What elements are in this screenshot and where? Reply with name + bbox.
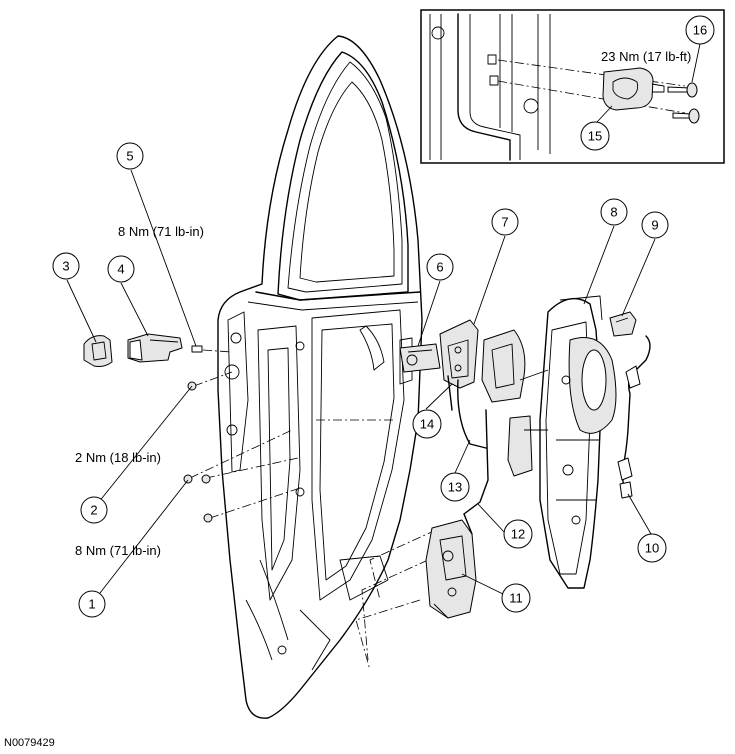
door-shell: [217, 35, 423, 719]
explosion-lines: [189, 349, 437, 671]
callout-15: 15: [580, 121, 610, 151]
svg-text:1: 1: [88, 597, 95, 612]
svg-text:8: 8: [610, 205, 617, 220]
callout-2: 2: [80, 496, 108, 524]
door-latch: [425, 513, 477, 619]
callout-9: 9: [641, 211, 669, 239]
wiring-harness: [617, 335, 651, 499]
module-bracket: [609, 311, 637, 337]
svg-text:2: 2: [90, 503, 97, 518]
window-regulator-module: [519, 295, 617, 589]
cylinder-bezel: [127, 333, 183, 363]
handle-reinforcement: [439, 319, 479, 389]
callout-6: 6: [426, 253, 454, 281]
svg-text:7: 7: [501, 215, 508, 230]
handle-bracket: [481, 329, 533, 477]
svg-text:5: 5: [126, 149, 133, 164]
small-screw: [191, 345, 203, 353]
svg-text:13: 13: [448, 480, 462, 495]
callout-3: 3: [52, 252, 80, 280]
svg-text:4: 4: [117, 262, 124, 277]
torque-label-16: 23 Nm (17 lb-ft): [601, 49, 691, 64]
callout-10: 10: [637, 533, 667, 563]
svg-text:14: 14: [420, 417, 434, 432]
torque-label-2: 2 Nm (18 lb-in): [75, 450, 161, 465]
detail-inset: [420, 9, 725, 164]
svg-text:9: 9: [651, 218, 658, 233]
svg-text:12: 12: [511, 527, 525, 542]
svg-text:6: 6: [436, 260, 443, 275]
mount-bolts: [183, 474, 213, 523]
callout-13: 13: [440, 472, 470, 502]
figure-id: N0079429: [4, 737, 55, 749]
callout-7: 7: [491, 208, 519, 236]
latch-rods: [447, 375, 489, 515]
callout-11: 11: [501, 583, 531, 613]
door-striker: [602, 67, 665, 111]
callout-leaders: [66, 169, 656, 603]
svg-text:16: 16: [693, 23, 707, 38]
callout-14: 14: [412, 409, 442, 439]
cover-cap: [83, 335, 113, 367]
callout-16: 16: [685, 15, 715, 45]
callout-4: 4: [107, 255, 135, 283]
svg-text:3: 3: [62, 259, 69, 274]
lock-cylinder: [399, 343, 441, 373]
callout-8: 8: [600, 198, 628, 226]
torque-label-5: 8 Nm (71 lb-in): [118, 224, 204, 239]
svg-text:10: 10: [645, 541, 659, 556]
striker-bolt: [667, 82, 700, 124]
svg-text:15: 15: [588, 129, 602, 144]
callout-12: 12: [503, 519, 533, 549]
callout-1: 1: [78, 590, 106, 618]
torque-label-1: 8 Nm (71 lb-in): [75, 543, 161, 558]
callout-5: 5: [116, 142, 144, 170]
svg-text:11: 11: [509, 591, 523, 606]
